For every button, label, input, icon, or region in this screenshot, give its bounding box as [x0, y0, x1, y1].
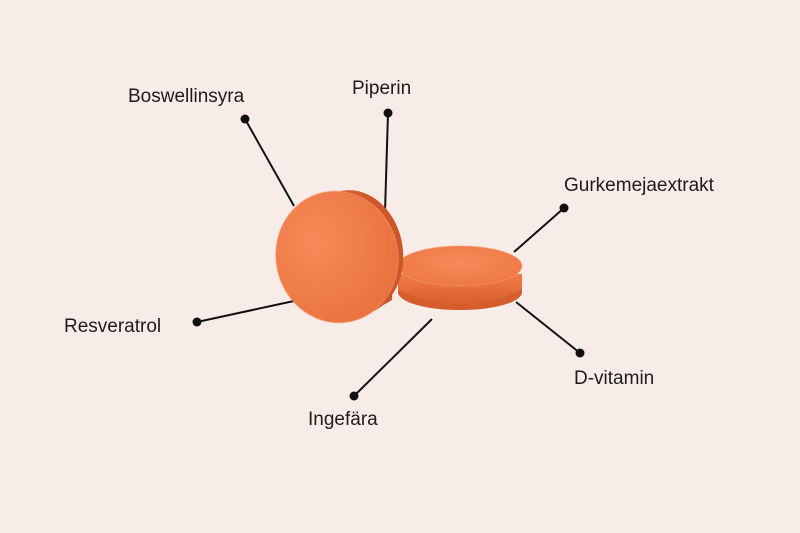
tablet-flat — [397, 245, 523, 310]
dot-dvitamin — [575, 348, 585, 358]
dot-piperin — [383, 108, 393, 118]
leader-line-piperin — [384, 112, 389, 213]
leader-dots — [192, 108, 585, 401]
leader-line-dvitamin — [515, 301, 581, 354]
label-piperin: Piperin — [352, 78, 412, 99]
label-ingefara: Ingefära — [308, 409, 378, 430]
dot-boswellinsyra — [240, 114, 250, 124]
dot-ingefara — [349, 391, 359, 401]
leader-line-ingefara — [353, 318, 433, 397]
tablet-upright — [275, 190, 404, 324]
leader-line-gurkmeja — [513, 207, 565, 253]
label-boswellinsyra: Boswellinsyra — [128, 86, 245, 107]
label-resveratrol: Resveratrol — [64, 316, 162, 337]
label-gurkemejaextrakt: Gurkemejaextrakt — [564, 175, 714, 196]
dot-gurkmeja — [559, 203, 569, 213]
dot-resveratrol — [192, 317, 202, 327]
leader-lines — [196, 112, 581, 397]
leader-line-resveratrol — [196, 300, 295, 323]
leader-line-boswellinsyra — [244, 118, 295, 207]
label-d-vitamin: D-vitamin — [574, 368, 655, 389]
